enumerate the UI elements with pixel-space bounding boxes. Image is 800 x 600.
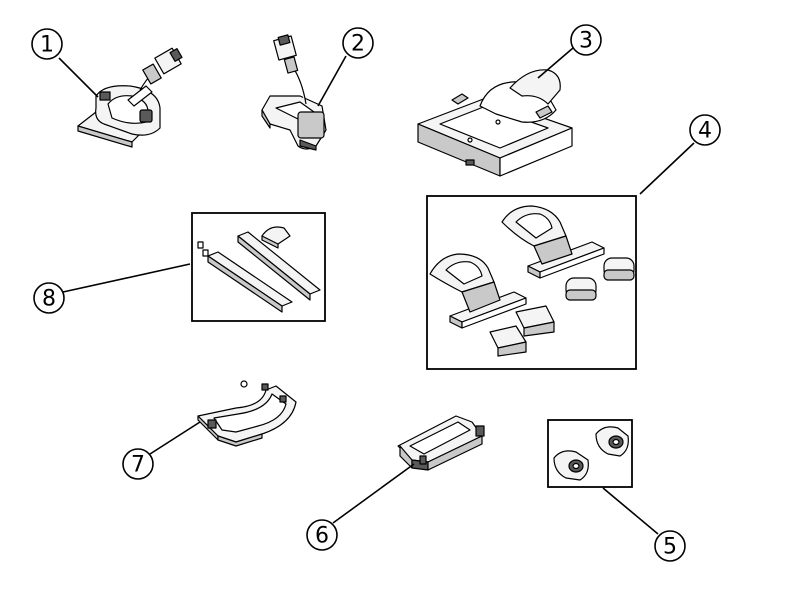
svg-text:4: 4 [698,119,712,144]
part-4-kit [429,205,635,357]
leader-3 [537,47,574,79]
svg-text:5: 5 [663,535,677,560]
svg-text:6: 6 [315,524,329,549]
callout-1: 1 [31,28,63,60]
part-5-frame [547,419,633,488]
leader-1 [58,57,99,98]
callout-5: 5 [654,530,686,562]
svg-text:2: 2 [351,32,365,57]
part-6-bracket [397,415,485,471]
leader-2 [317,55,347,107]
callout-2: 2 [342,27,374,59]
part-8-rails [197,226,321,313]
svg-text:1: 1 [40,33,54,58]
part-1-cradle-with-cable [77,47,183,148]
callout-3: 3 [570,24,602,56]
callout-8: 8 [33,282,65,314]
callout-7: 7 [122,448,154,480]
svg-text:8: 8 [42,287,56,312]
callout-4: 4 [689,114,721,146]
svg-text:7: 7 [131,453,145,478]
leader-8 [62,263,191,293]
callout-6: 6 [306,519,338,551]
leader-7 [149,421,201,455]
part-3-base-station [417,69,573,177]
leader-6 [332,463,415,524]
part-2-holder-with-cable [261,34,327,151]
part-8-frame [191,212,326,322]
part-5-clips [553,426,629,481]
part-4-frame [426,195,637,370]
leader-5 [602,487,659,535]
leader-4 [639,142,695,195]
svg-text:3: 3 [579,29,593,54]
part-7-ring [197,380,297,447]
